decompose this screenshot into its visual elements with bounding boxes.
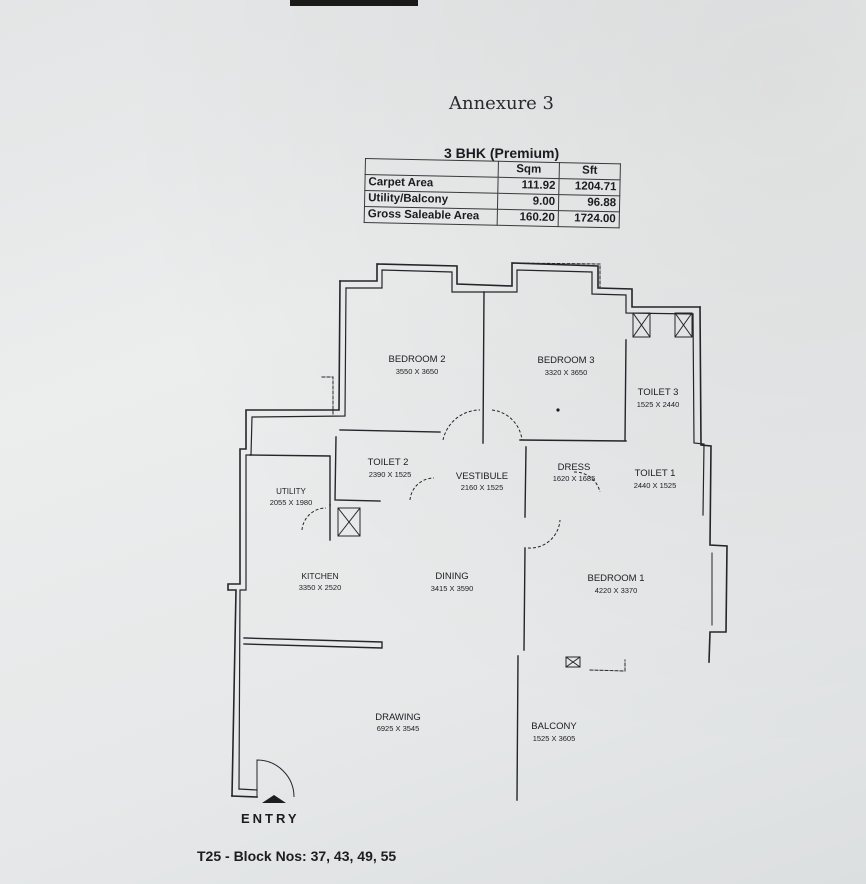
wall-bed1-left — [523, 547, 526, 651]
room-name-toilet3: TOILET 3 — [638, 387, 679, 398]
room-dim-utility: 2055 X 1980 — [270, 498, 313, 507]
block-numbers-footer: T25 - Block Nos: 37, 43, 49, 55 — [197, 848, 397, 864]
outer-wall-bottom — [231, 795, 258, 798]
entry-label: ENTRY — [241, 811, 300, 826]
duct-box — [337, 507, 361, 537]
room-name-toilet2: TOILET 2 — [368, 457, 409, 468]
wall-bed3-bottom — [519, 439, 627, 442]
duct-box — [674, 312, 693, 338]
room-name-dining: DINING — [435, 571, 468, 582]
duct-box — [565, 656, 581, 668]
room-dim-bedroom3: 3320 X 3650 — [545, 368, 588, 377]
room-name-bedroom2: BEDROOM 2 — [388, 354, 445, 365]
room-dim-dress: 1620 X 1685 — [553, 474, 596, 483]
window-balcony-dashed — [589, 659, 626, 672]
door-swing-entry — [256, 759, 295, 798]
outer-wall-right — [699, 306, 728, 663]
duct-cross — [337, 507, 361, 537]
room-dim-drawing: 6925 X 3545 — [377, 724, 420, 733]
outer-wall-left-upper — [227, 280, 341, 797]
door-swing-utility — [301, 507, 327, 531]
room-name-vestibule: VESTIBULE — [456, 471, 508, 482]
door-swing-bed3 — [491, 409, 523, 441]
wall-balcony — [516, 655, 519, 801]
plan-ducts — [337, 312, 693, 668]
room-name-kitchen: KITCHEN — [301, 571, 338, 581]
room-name-dress: DRESS — [558, 462, 591, 473]
plan-walls — [227, 262, 728, 801]
wall-bed2-bed3 — [482, 291, 485, 444]
door-swing-toilet2 — [409, 477, 435, 501]
outer-wall-bottom-inner — [238, 788, 258, 791]
room-dim-toilet3: 1525 X 2440 — [637, 400, 680, 409]
plan-dot-mark — [556, 408, 560, 412]
window-top-right — [511, 262, 601, 289]
duct-cross — [632, 312, 651, 338]
room-dim-vestibule: 2160 X 1525 — [461, 483, 504, 492]
wall-utility — [249, 454, 331, 506]
duct-cross — [674, 312, 693, 338]
room-dim-balcony: 1525 X 3605 — [533, 734, 576, 743]
window-left — [321, 376, 334, 415]
room-name-toilet1: TOILET 1 — [635, 468, 676, 479]
wall-toilet3 — [624, 339, 627, 441]
room-dim-kitchen: 3350 X 2520 — [299, 583, 342, 592]
entry-arrow-icon — [262, 795, 286, 803]
door-swing-bed2 — [442, 409, 481, 441]
duct-cross — [565, 656, 581, 668]
room-labels: BEDROOM 2 3550 X 3650 BEDROOM 3 3320 X 3… — [270, 354, 680, 743]
unit-type-subtitle: 3 BHK (Premium) — [444, 145, 560, 161]
room-name-drawing: DRAWING — [375, 712, 421, 723]
outer-wall-top-inner — [345, 269, 694, 315]
duct-box — [632, 312, 651, 338]
room-name-utility: UTILITY — [276, 487, 306, 496]
outer-wall-right-inner — [692, 313, 705, 516]
room-dim-bedroom2: 3550 X 3650 — [396, 367, 439, 376]
room-dim-bedroom1: 4220 X 3370 — [595, 586, 638, 595]
room-dim-toilet2: 2390 X 1525 — [369, 470, 412, 479]
top-edge-object — [290, 0, 418, 6]
wall-kitchen-bottom — [243, 637, 383, 649]
room-name-bedroom1: BEDROOM 1 — [587, 573, 644, 584]
room-dim-dining: 3415 X 3590 — [431, 584, 474, 593]
room-dim-toilet1: 2440 X 1525 — [634, 481, 677, 490]
wall-dress-toilet1 — [524, 446, 527, 518]
annexure-title: Annexure 3 — [449, 93, 555, 114]
outer-wall-left-inner — [238, 287, 347, 790]
wall-bed2-bottom — [339, 429, 441, 433]
door-swing-bed1 — [527, 519, 561, 549]
door-swing-dress — [573, 471, 601, 493]
room-name-balcony: BALCONY — [531, 721, 577, 732]
wall-toilet2 — [334, 436, 381, 502]
plan-doors — [256, 409, 601, 798]
room-name-bedroom3: BEDROOM 3 — [537, 355, 594, 366]
outer-wall-top — [339, 262, 701, 308]
